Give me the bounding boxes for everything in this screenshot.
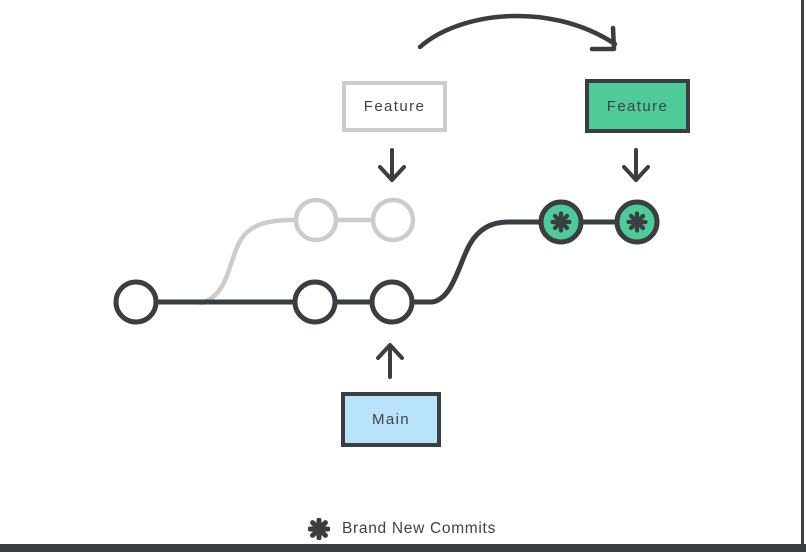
feature-branch-label-rebased: Feature [585, 79, 690, 133]
old-feature-commit-2 [370, 197, 416, 243]
new-commit-asterisk-icon [550, 211, 572, 233]
new-commit-asterisk-icon [308, 518, 330, 540]
feature-branch-label-old: Feature [342, 81, 447, 132]
main-commit-3 [369, 279, 415, 325]
new-commit-asterisk-icon [626, 211, 648, 233]
old-feature-down-arrow-icon [378, 148, 406, 182]
bottom-border [0, 544, 806, 552]
main-commit-2 [292, 279, 338, 325]
main-commit-1 [113, 279, 159, 325]
rebase-arc-arrow [417, 13, 618, 50]
main-up-arrow-icon [376, 343, 404, 379]
rebased-feature-down-arrow-icon [622, 148, 650, 182]
old-feature-branch-line [197, 217, 397, 306]
rebase-arc-arrowhead [589, 25, 617, 52]
rebased-feature-branch-line [411, 219, 565, 305]
right-border [801, 0, 804, 552]
old-feature-commit-1 [293, 197, 339, 243]
legend: Brand New Commits [308, 518, 496, 540]
legend-label: Brand New Commits [342, 520, 497, 537]
main-branch-label: Main [341, 392, 441, 447]
